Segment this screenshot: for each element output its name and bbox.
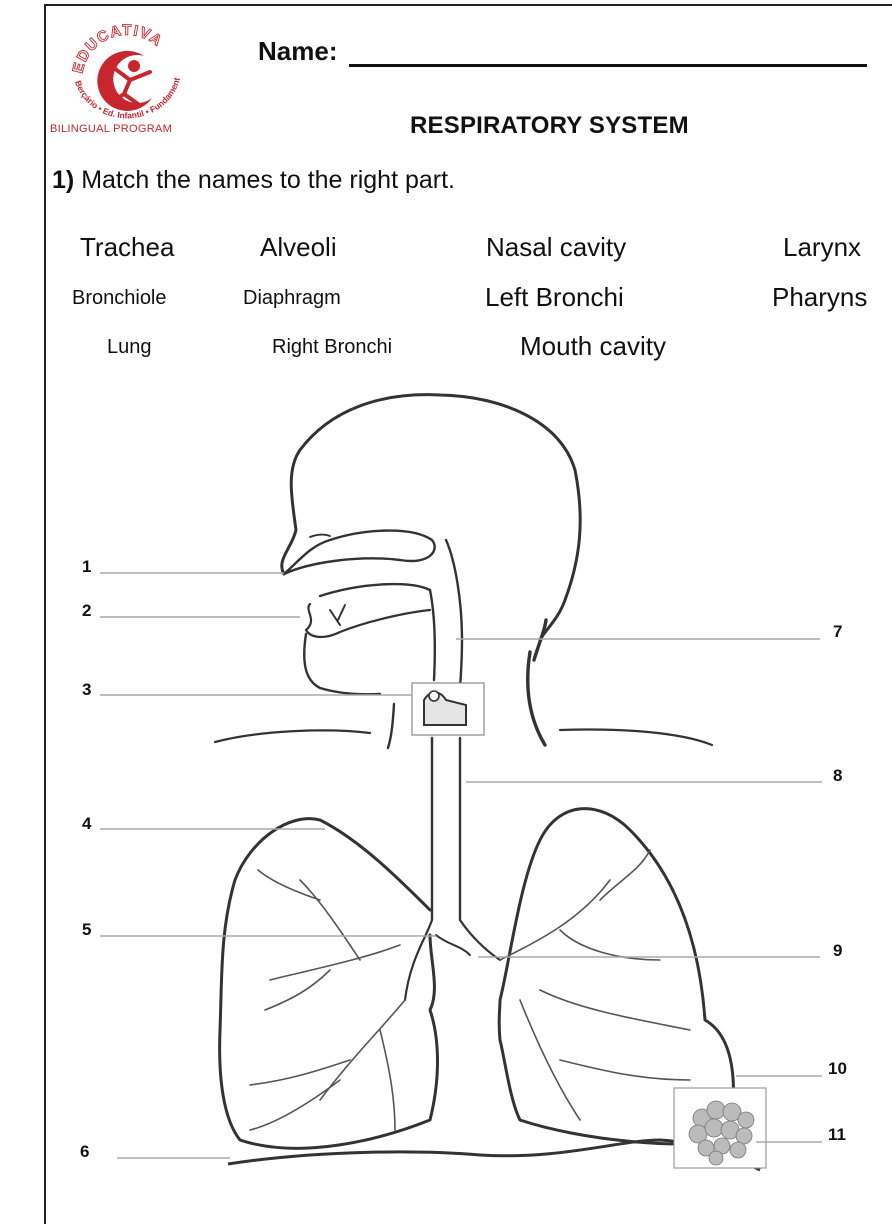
logo-caption: BILINGUAL PROGRAM — [50, 123, 173, 135]
page-title: RESPIRATORY SYSTEM — [410, 112, 689, 139]
name-input-line[interactable] — [349, 44, 868, 67]
word-lung: Lung — [107, 336, 152, 358]
label-8: 8 — [833, 766, 843, 785]
name-row: Name: — [258, 36, 868, 67]
label-1: 1 — [82, 557, 92, 576]
alveoli-inset — [673, 1087, 767, 1169]
name-label: Name: — [258, 36, 338, 66]
word-nasal-cavity: Nasal cavity — [486, 232, 627, 262]
word-left-bronchi: Left Bronchi — [485, 282, 624, 312]
instruction-text: Match the names to the right part. — [81, 166, 455, 194]
label-9: 9 — [833, 941, 843, 960]
svg-text:EDUCATIVA: EDUCATIVA — [69, 22, 166, 75]
label-10: 10 — [828, 1059, 847, 1078]
label-2: 2 — [82, 601, 92, 620]
word-diaphragm: Diaphragm — [243, 287, 341, 309]
label-3: 3 — [82, 680, 92, 699]
word-larynx: Larynx — [783, 232, 862, 262]
word-right-bronchi: Right Bronchi — [272, 336, 393, 358]
word-alveoli: Alveoli — [260, 232, 337, 262]
larynx-inset — [411, 682, 485, 736]
exercise-number: 1) — [52, 166, 75, 194]
page-frame — [44, 4, 892, 1224]
label-4: 4 — [82, 814, 92, 833]
exercise-instruction: 1) Match the names to the right part. — [52, 166, 455, 195]
respiratory-diagram — [100, 393, 822, 1172]
school-logo: EDUCATIVA Berçário • Ed. Infantil • Fund… — [50, 10, 202, 138]
label-5: 5 — [82, 920, 92, 939]
label-6: 6 — [80, 1142, 90, 1161]
label-11: 11 — [828, 1125, 846, 1144]
word-mouth-cavity: Mouth cavity — [520, 331, 666, 361]
word-trachea: Trachea — [80, 232, 175, 262]
label-7: 7 — [833, 622, 843, 641]
word-pharyns: Pharyns — [772, 282, 868, 312]
word-bronchiole: Bronchiole — [72, 287, 167, 309]
